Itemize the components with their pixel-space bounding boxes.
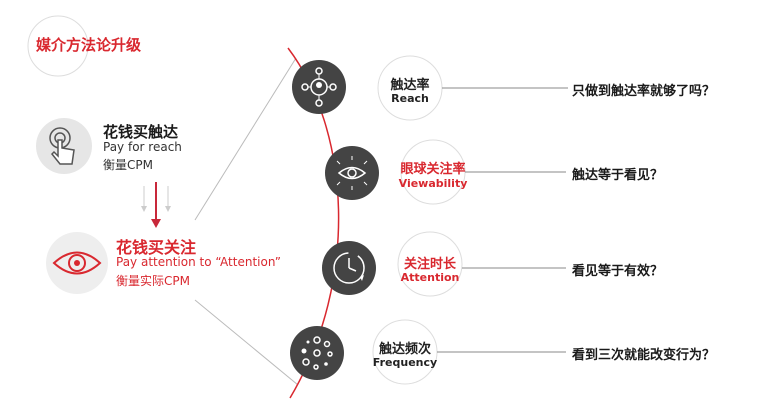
old-approach-line2: 衡量CPM [103,158,153,172]
stage-reach-en: Reach [391,92,429,105]
old-approach-title: 花钱买触达 [103,123,179,141]
stage-reach-cn: 触达率 [390,78,430,93]
stage-viewability-en: Viewability [398,177,468,190]
new-approach-line1: Pay attention to “Attention” [116,255,281,269]
new-approach-title: 花钱买关注 [116,238,197,257]
question-reach: 只做到触达率就够了吗？ [572,84,716,99]
old-approach-line1: Pay for reach [103,140,182,154]
arrow-gray-right-head [165,206,171,212]
new-approach-line2: 衡量实际CPM [116,274,190,288]
dots-cycle-icon [290,326,344,380]
question-viewability: 触达等于看见？ [572,168,664,183]
eye-icon [46,232,108,294]
connector-top-line [194,57,297,221]
stage-attention-cn: 关注时长 [403,257,456,272]
arrow-red-head [151,219,161,228]
stage-attention-en: Attention [400,271,460,284]
tap-hand-icon [36,118,92,174]
connector-bottom-line [194,299,299,386]
network-person-icon [292,60,346,114]
stage-frequency-cn: 触达频次 [378,342,431,357]
question-frequency: 看到三次就能改变行为？ [572,348,716,363]
page-title: 媒介方法论升级 [36,36,142,54]
clock-icon [322,241,376,295]
stage-outline-attention [397,231,463,297]
title-circle-outline [27,15,89,77]
stage-viewability-cn: 眼球关注率 [400,162,466,177]
arrow-gray-left-head [141,206,147,212]
stage-frequency-en: Frequency [372,356,438,369]
question-attention: 看见等于有效？ [572,264,664,279]
eye-icon [325,146,379,200]
